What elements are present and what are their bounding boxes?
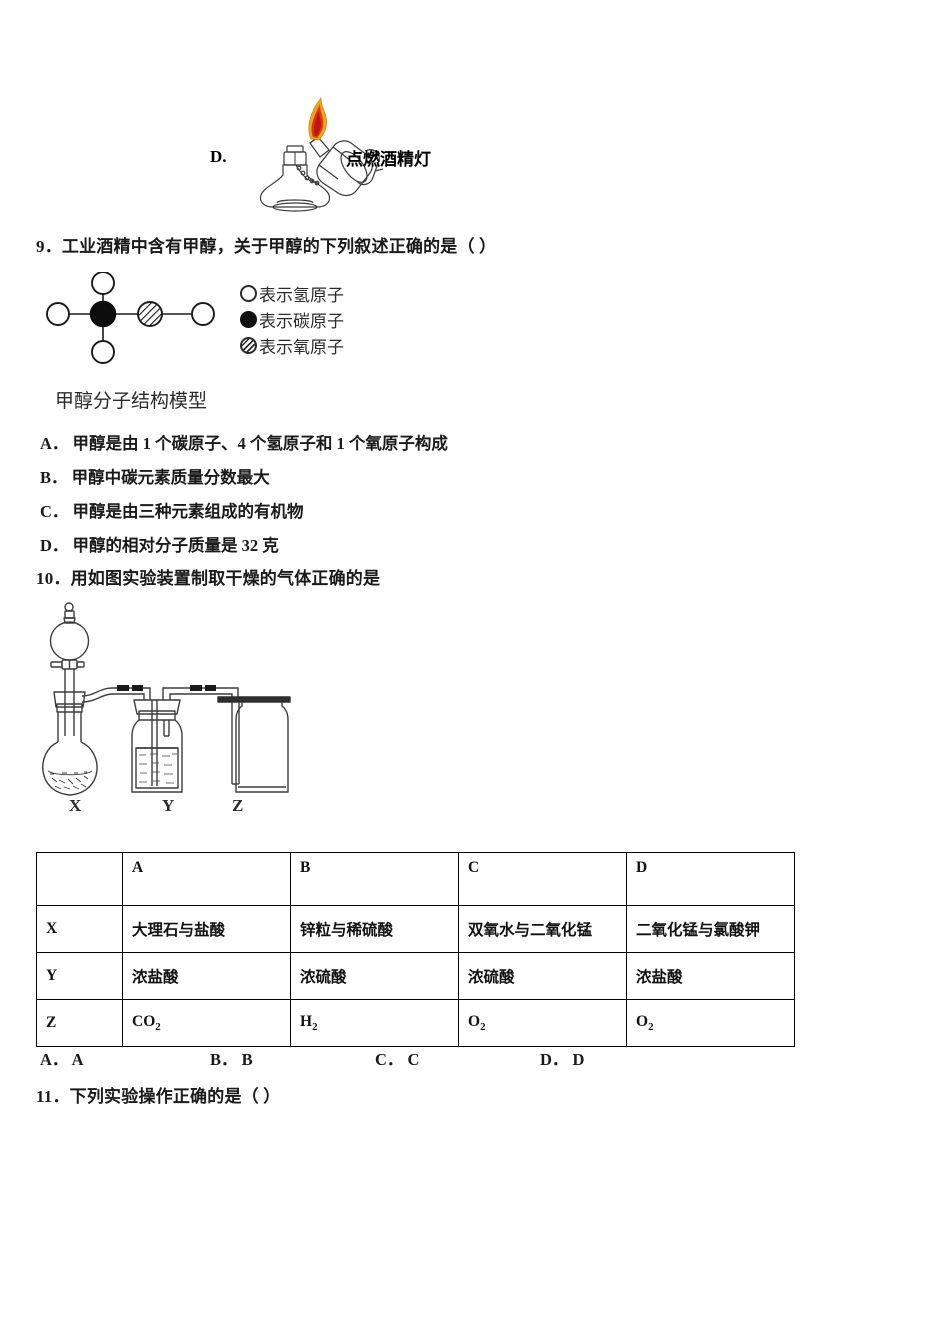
cell-z-a: CO2 (122, 999, 291, 1047)
cell-y-a: 浓盐酸 (122, 952, 291, 1000)
question-9-stem: 9．工业酒精中含有甲醇，关于甲醇的下列叙述正确的是（ ） (36, 237, 497, 256)
q9-option-b: B． 甲醇中碳元素质量分数最大 (40, 464, 270, 488)
row-label-z: Z (36, 999, 123, 1047)
hatched-circle-icon (240, 336, 257, 354)
q10-answer-d: D． D (540, 1046, 584, 1070)
q10-answer-c-text: C (407, 1050, 420, 1069)
option-d-letter: D. (210, 147, 227, 166)
apparatus-label-x: X (69, 796, 82, 815)
figure-caption-methanol: 甲醇分子结构模型 (55, 390, 208, 412)
cell-x-a: 大理石与盐酸 (122, 905, 291, 953)
q9-option-d: D． 甲醇的相对分子质量是 32 克 (40, 532, 279, 556)
apparatus-diagram-icon (42, 602, 291, 796)
table-row: X 大理石与盐酸 锌粒与稀硫酸 双氧水与二氧化锰 二氧化锰与氯酸钾 (36, 905, 795, 953)
cell-x-b: 锌粒与稀硫酸 (290, 905, 459, 953)
q9-option-c: C． 甲醇是由三种元素组成的有机物 (40, 498, 304, 522)
table-header-d: D (626, 852, 795, 906)
table-header-b: B (290, 852, 459, 906)
legend-item-carbon: 表示碳原子 (240, 306, 430, 332)
apparatus-label-y: Y (162, 796, 175, 815)
cell-z-b: H2 (290, 999, 459, 1047)
q9-option-b-text: 甲醇中碳元素质量分数最大 (71, 468, 270, 487)
legend-label-hydrogen: 表示氢原子 (259, 285, 344, 306)
q10-answer-c-label: C． (375, 1050, 404, 1069)
q9-option-c-text: 甲醇是由三种元素组成的有机物 (72, 502, 304, 521)
row-label-x: X (36, 905, 123, 953)
question-10-stem: 10．用如图实验装置制取干燥的气体正确的是 (36, 569, 381, 588)
hollow-circle-icon (240, 284, 257, 302)
gas-preparation-apparatus-figure: X Y Z (42, 596, 332, 831)
table-row: Z CO2 H2 O2 O2 (36, 999, 795, 1047)
cell-z-c: O2 (458, 999, 627, 1047)
q10-answer-c: C． C (375, 1046, 419, 1070)
table-header-c: C (458, 852, 627, 906)
q10-answer-d-label: D． (540, 1050, 569, 1069)
cell-z-d: O2 (626, 999, 795, 1047)
cell-y-b: 浓硫酸 (290, 952, 459, 1000)
question-11-stem: 11．下列实验操作正确的是（ ） (36, 1087, 281, 1106)
q9-option-d-label: D． (40, 536, 69, 555)
row-label-y: Y (36, 952, 123, 1000)
q10-answer-b-text: B (241, 1050, 253, 1069)
legend-item-oxygen: 表示氧原子 (240, 332, 430, 358)
q9-option-d-text: 甲醇的相对分子质量是 32 克 (72, 536, 279, 555)
legend-label-carbon: 表示碳原子 (259, 311, 344, 332)
q9-option-a-label: A． (40, 434, 69, 453)
q10-answer-d-text: D (572, 1050, 585, 1069)
gas-preparation-table: A B C D X 大理石与盐酸 锌粒与稀硫酸 双氧水与二氧化锰 二氧化锰与氯酸… (36, 852, 795, 1047)
legend-label-oxygen: 表示氧原子 (259, 337, 344, 358)
q9-option-b-label: B． (40, 468, 68, 487)
cell-x-c: 双氧水与二氧化锰 (458, 905, 627, 953)
q10-answer-a: A． A (40, 1046, 84, 1070)
table-corner-cell (36, 852, 123, 906)
model-legend: 表示氢原子 表示碳原子 表示氧原子 (240, 280, 430, 358)
option-d-caption: 点燃酒精灯 (346, 150, 431, 169)
table-row: Y 浓盐酸 浓硫酸 浓硫酸 浓盐酸 (36, 952, 795, 1000)
methanol-structure-icon (46, 271, 215, 364)
q10-answer-b-label: B． (210, 1050, 238, 1069)
q10-answer-b: B． B (210, 1046, 253, 1070)
filled-circle-icon (240, 310, 257, 328)
question8-option-d: D. (205, 95, 505, 220)
cell-y-c: 浓硫酸 (458, 952, 627, 1000)
cell-x-d: 二氧化锰与氯酸钾 (626, 905, 795, 953)
q10-answer-a-text: A (71, 1050, 84, 1069)
table-header-a: A (122, 852, 291, 906)
alcohol-lamp-lighting-icon (259, 96, 384, 212)
q10-answer-a-label: A． (40, 1050, 69, 1069)
q9-option-c-label: C． (40, 502, 69, 521)
apparatus-label-z: Z (232, 796, 244, 815)
methanol-model-figure: 表示氢原子 表示碳原子 表示氧原子 (40, 271, 420, 382)
q9-option-a-text: 甲醇是由 1 个碳原子、4 个氢原子和 1 个氧原子构成 (72, 434, 448, 453)
flame-icon (308, 96, 327, 141)
cell-y-d: 浓盐酸 (626, 952, 795, 1000)
q9-option-a: A． 甲醇是由 1 个碳原子、4 个氢原子和 1 个氧原子构成 (40, 430, 448, 454)
table-header-row: A B C D (36, 852, 795, 906)
legend-item-hydrogen: 表示氢原子 (240, 280, 430, 306)
